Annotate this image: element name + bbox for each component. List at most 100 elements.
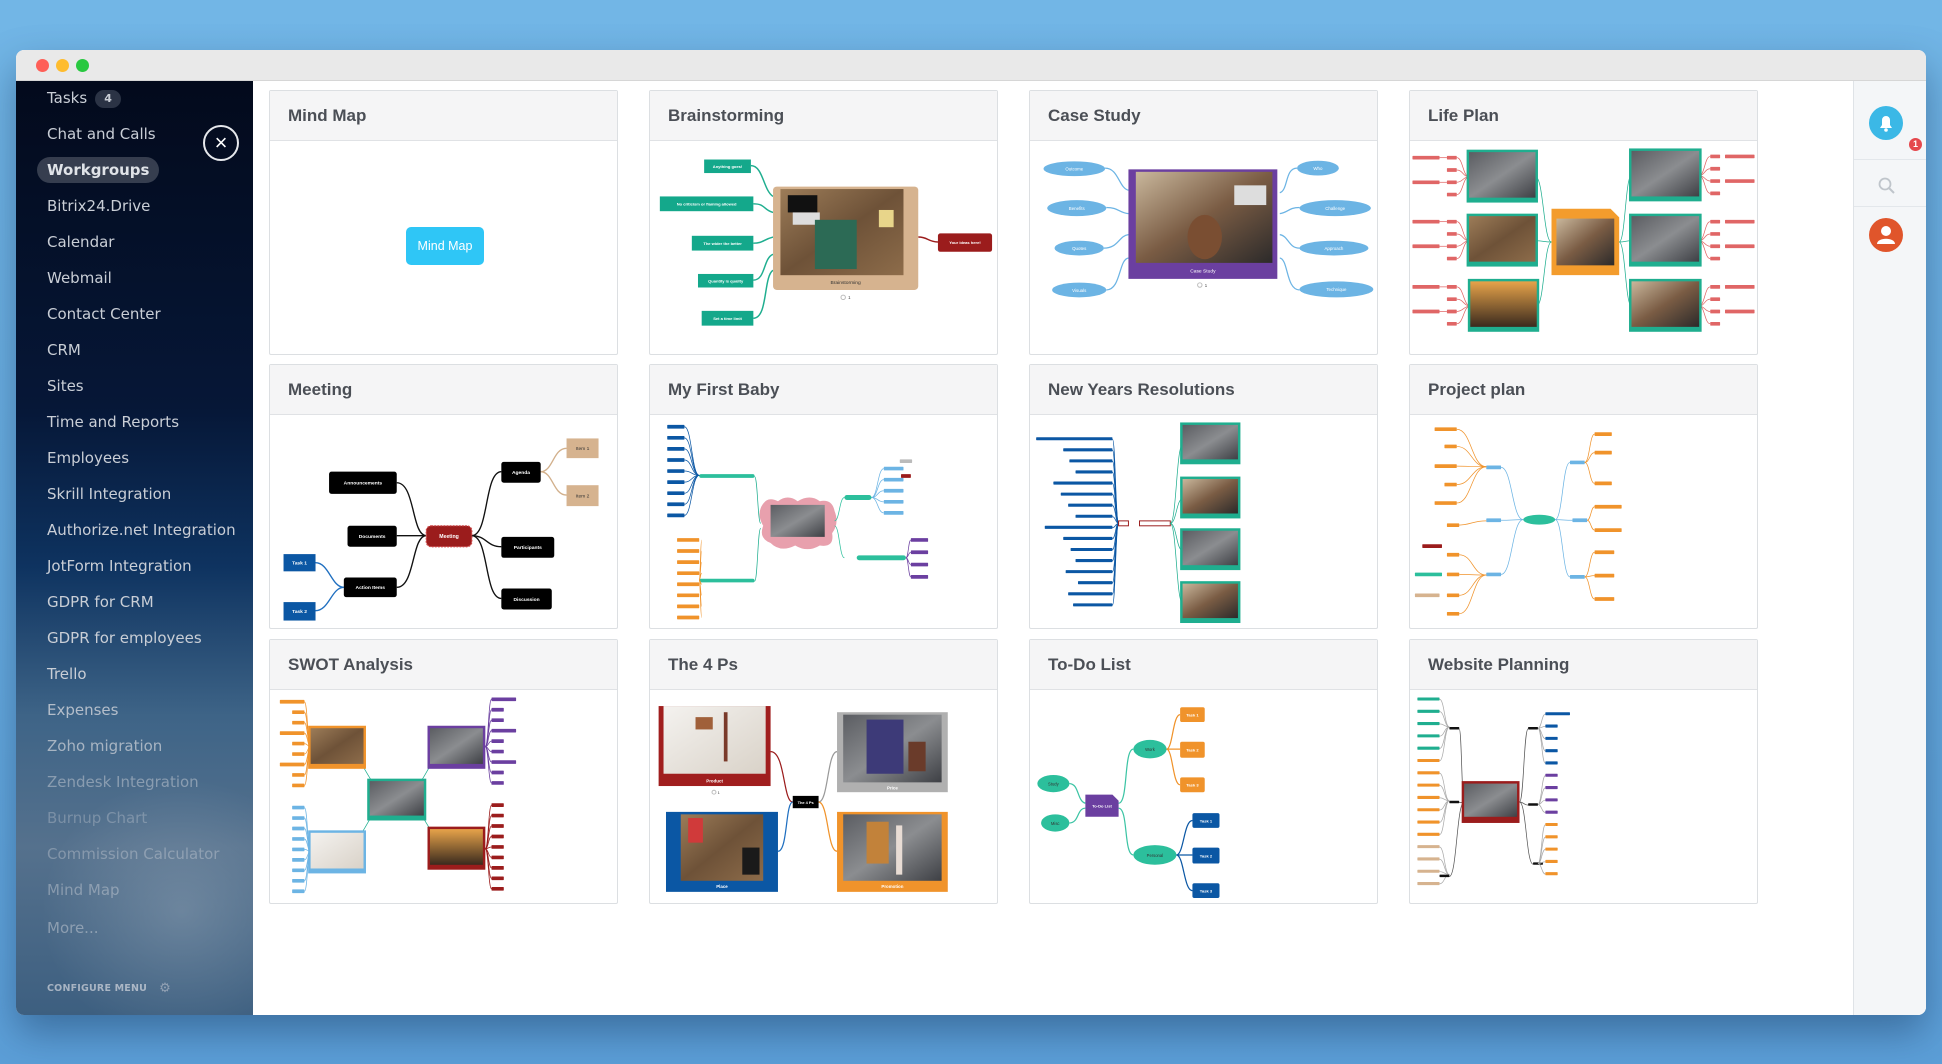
mini-node <box>1412 285 1440 289</box>
template-card-brainstorming[interactable]: Brainstorming Anything goes! No criticis… <box>649 90 998 355</box>
mini-node <box>1594 573 1615 578</box>
mini-node <box>1446 523 1460 528</box>
connector <box>1537 804 1546 813</box>
close-icon: × <box>214 130 228 155</box>
connector <box>684 437 700 476</box>
photo <box>770 504 825 537</box>
minimize-window-button[interactable] <box>56 59 69 72</box>
mini-node <box>1412 244 1440 249</box>
template-card-the-4-ps[interactable]: The 4 Ps Product Price Place Promotion T… <box>649 639 998 904</box>
mini-node <box>1446 611 1460 616</box>
mini-node <box>1446 572 1460 577</box>
mind-map-node-button[interactable]: Mind Map <box>406 227 484 265</box>
sidebar-item-commission-calculator[interactable]: Commission Calculator <box>47 845 220 863</box>
mini-node <box>1710 179 1721 183</box>
card-title: My First Baby <box>650 365 997 415</box>
configure-menu-button[interactable]: CONFIGURE MENU⚙ <box>47 981 171 996</box>
mini-node <box>1446 192 1457 197</box>
sidebar-item-burnup-chart[interactable]: Burnup Chart <box>47 809 148 827</box>
mini-node <box>667 469 685 473</box>
template-card-new-years-resolutions[interactable]: New Years Resolutions <box>1029 364 1378 629</box>
template-card-to-do-list[interactable]: To-Do List Study Misc To-Do List Work Pe… <box>1029 639 1378 904</box>
mini-node <box>1068 592 1113 596</box>
sidebar-item-contact-center[interactable]: Contact Center <box>47 305 161 323</box>
sidebar-item-zoho-migration[interactable]: Zoho migration <box>47 737 163 755</box>
mini-node <box>1414 593 1440 598</box>
svg-text:Promotion: Promotion <box>881 884 903 889</box>
sidebar-item-calendar[interactable]: Calendar <box>47 233 115 251</box>
connector <box>1459 574 1487 576</box>
mini-node <box>1710 244 1721 249</box>
connectors <box>396 470 502 600</box>
search-button[interactable] <box>1877 176 1897 201</box>
mini-node <box>1545 761 1558 765</box>
configure-menu-label: CONFIGURE MENU <box>47 983 148 994</box>
connector <box>684 474 700 505</box>
mini-node <box>1545 712 1570 716</box>
svg-text:Approach: Approach <box>1324 246 1343 251</box>
mini-node <box>491 728 517 733</box>
connectors <box>750 164 938 319</box>
mini-node <box>1446 593 1460 598</box>
node-action-items: Action Items <box>343 577 397 598</box>
template-card-website-planning[interactable]: Website Planning <box>1409 639 1758 904</box>
close-window-button[interactable] <box>36 59 49 72</box>
mini-node <box>292 889 305 894</box>
notifications-button[interactable]: 1 <box>1869 106 1924 153</box>
mini-node <box>1417 820 1440 824</box>
sidebar-item-trello[interactable]: Trello <box>47 665 87 683</box>
mini-node <box>1077 581 1113 585</box>
mini-node <box>1572 518 1588 523</box>
sidebar-item-time-and-reports[interactable]: Time and Reports <box>47 413 180 431</box>
to-do-map: Study Misc To-Do List Work Personal Task… <box>1037 707 1220 899</box>
close-menu-button[interactable]: × <box>203 125 239 161</box>
template-card-meeting[interactable]: Meeting Announcements Documents Action I… <box>269 364 618 629</box>
template-card-case-study[interactable]: Case Study Outcome Benefits Quotes Visua… <box>1029 90 1378 355</box>
mini-node <box>1434 501 1457 505</box>
svg-text:The wider the better: The wider the better <box>703 241 742 246</box>
template-card-life-plan[interactable]: Life Plan <box>1409 90 1758 355</box>
node-study: Study <box>1037 774 1070 793</box>
sidebar-item-drive[interactable]: Bitrix24.Drive <box>47 197 151 215</box>
sidebar-item-mind-map[interactable]: Mind Map <box>47 881 120 899</box>
sidebar-item-gdpr-crm[interactable]: GDPR for CRM <box>47 593 154 611</box>
mini-node <box>1545 736 1558 740</box>
sidebar-item-webmail[interactable]: Webmail <box>47 269 112 287</box>
template-card-project-plan[interactable]: Project plan <box>1409 364 1758 629</box>
connector <box>1584 575 1595 578</box>
mini-node <box>292 816 305 820</box>
photo <box>1631 281 1700 327</box>
card-preview: Anything goes! No criticism or flaming a… <box>650 141 997 354</box>
svg-text:Task 2: Task 2 <box>292 609 307 615</box>
connector <box>1459 574 1487 596</box>
sidebar-item-more[interactable]: More... <box>47 919 99 937</box>
user-avatar-button[interactable] <box>1869 218 1903 252</box>
sidebar-item-skrill[interactable]: Skrill Integration <box>47 485 172 503</box>
node-item-2: Item 2 <box>566 485 599 507</box>
template-card-swot-analysis[interactable]: SWOT Analysis <box>269 639 618 904</box>
template-card-mind-map[interactable]: Mind Map Mind Map <box>269 90 618 355</box>
mini-node <box>1417 857 1440 861</box>
sidebar-item-authorize-net[interactable]: Authorize.net Integration <box>47 521 236 539</box>
node-your-ideas: Your ideas here! <box>937 233 993 252</box>
sidebar-item-expenses[interactable]: Expenses <box>47 701 119 719</box>
connector <box>754 476 762 524</box>
mini-node <box>1417 722 1440 726</box>
sidebar-item-gdpr-employees[interactable]: GDPR for employees <box>47 629 202 647</box>
sidebar-item-chat-and-calls[interactable]: Chat and Calls <box>47 125 156 143</box>
sidebar-item-employees[interactable]: Employees <box>47 449 130 467</box>
mini-node <box>491 707 504 712</box>
sidebar-item-jotform[interactable]: JotForm Integration <box>47 557 192 575</box>
link-count: 1 <box>840 294 851 300</box>
template-card-my-first-baby[interactable]: My First Baby <box>649 364 998 629</box>
mini-node <box>899 459 913 464</box>
task-connectors <box>315 562 344 612</box>
maximize-window-button[interactable] <box>76 59 89 72</box>
sidebar-item-workgroups[interactable]: Workgroups <box>37 157 160 183</box>
sidebar-item-zendesk[interactable]: Zendesk Integration <box>47 773 199 791</box>
mini-node <box>1594 528 1622 532</box>
sidebar-item-crm[interactable]: CRM <box>47 341 81 359</box>
mini-node <box>279 699 305 704</box>
sidebar-item-sites[interactable]: Sites <box>47 377 84 395</box>
